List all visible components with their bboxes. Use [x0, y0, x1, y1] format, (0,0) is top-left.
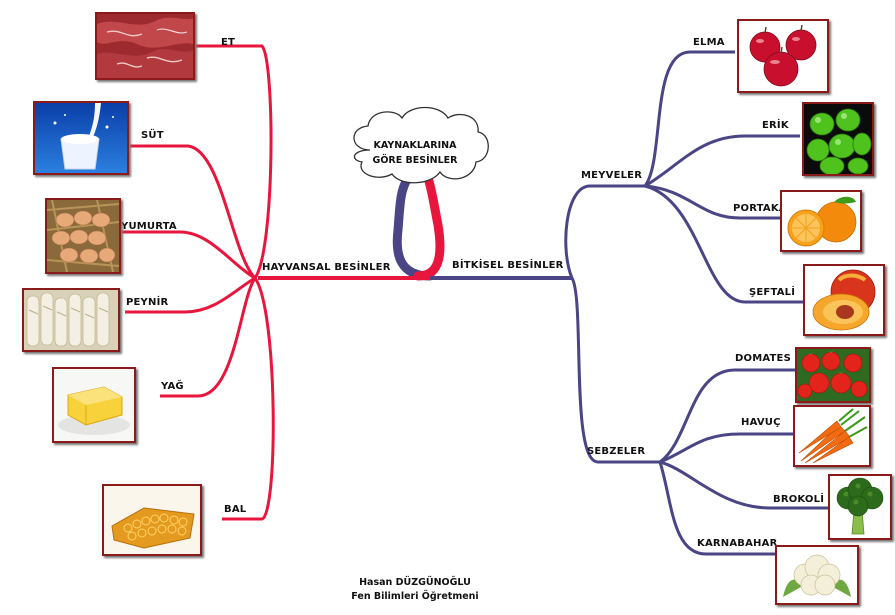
- branch-seftali: [644, 184, 803, 304]
- label-sebzeler: SEBZELER: [587, 446, 646, 457]
- center-loop-plant: [392, 173, 435, 281]
- cheese-picture: [22, 288, 120, 352]
- label-et: ET: [221, 37, 236, 48]
- label-meyveler: MEYVELER: [581, 170, 643, 181]
- broccoli-picture: [828, 474, 892, 540]
- honeycomb-icon: [104, 486, 200, 554]
- branch-yag: [160, 277, 257, 398]
- label-brokoli: BROKOLİ: [773, 494, 825, 505]
- center-title-line2: GÖRE BESİNLER: [372, 155, 458, 166]
- meat-picture: [95, 12, 195, 80]
- orange-icon: [782, 192, 860, 250]
- label-seftali: ŞEFTALİ: [749, 287, 796, 298]
- label-erik: ERİK: [762, 120, 789, 131]
- apple-icon: [739, 21, 827, 91]
- plant-foods-label: BİTKİSEL BESİNLER: [452, 260, 564, 271]
- milk-picture: [33, 101, 129, 175]
- honeycomb-picture: [102, 484, 202, 556]
- branch-peynir: [125, 276, 256, 314]
- author-role: Fen Bilimleri Öğretmeni: [351, 591, 479, 602]
- plum-icon: [804, 104, 872, 174]
- branch-portakal: [644, 184, 780, 220]
- peach-picture: [803, 264, 885, 336]
- center-cloud: [353, 106, 489, 184]
- branch-havuc: [659, 432, 793, 464]
- orange-picture: [780, 190, 862, 252]
- author-name: Hasan DÜZGÜNOĞLU: [359, 577, 471, 588]
- butter-icon: [54, 369, 134, 441]
- branch-karnabahar: [658, 461, 775, 556]
- center-title: KAYNAKLARINA GÖRE BESİNLER: [352, 138, 478, 168]
- label-peynir: PEYNİR: [126, 297, 169, 308]
- branch-elma: [643, 50, 735, 187]
- label-yumurta: YUMURTA: [121, 221, 177, 232]
- meat-icon: [97, 14, 193, 78]
- label-karnabahar: KARNABAHAR: [697, 538, 778, 549]
- label-yag: YAĞ: [161, 381, 184, 392]
- tomato-icon: [797, 349, 869, 401]
- label-domates: DOMATES: [735, 353, 791, 364]
- label-havuc: HAVUÇ: [741, 417, 781, 428]
- carrot-icon: [795, 407, 869, 465]
- center-loop-animal: [413, 173, 445, 281]
- branch-bal: [222, 277, 275, 521]
- branch-erik: [644, 134, 800, 188]
- cauliflower-picture: [775, 545, 859, 605]
- label-portakal: PORTAKAL: [733, 203, 794, 214]
- animal-foods-label: HAYVANSAL BESİNLER: [262, 262, 391, 273]
- branch-yumurta: [122, 230, 256, 280]
- label-bal: BAL: [224, 504, 247, 515]
- center-title-line1: KAYNAKLARINA: [373, 140, 457, 151]
- milk-icon: [35, 103, 127, 173]
- butter-picture: [52, 367, 136, 443]
- label-sut: SÜT: [141, 130, 164, 141]
- eggs-picture: [45, 198, 121, 274]
- branch-brokoli: [659, 460, 828, 510]
- branch-sebzeler: [570, 277, 660, 464]
- cheese-icon: [24, 290, 118, 350]
- tomato-picture: [795, 347, 871, 403]
- cauliflower-icon: [777, 547, 857, 603]
- author-credit: Hasan DÜZGÜNOĞLU Fen Bilimleri Öğretmeni: [300, 576, 530, 604]
- label-elma: ELMA: [693, 37, 725, 48]
- branch-meyveler: [564, 184, 645, 279]
- branch-sut: [130, 144, 257, 280]
- broccoli-icon: [830, 476, 890, 538]
- branch-et: [196, 44, 273, 279]
- apple-picture: [737, 19, 829, 93]
- carrot-picture: [793, 405, 871, 467]
- peach-icon: [805, 266, 883, 334]
- eggs-icon: [47, 200, 119, 272]
- plum-picture: [802, 102, 874, 176]
- branch-domates: [659, 368, 795, 464]
